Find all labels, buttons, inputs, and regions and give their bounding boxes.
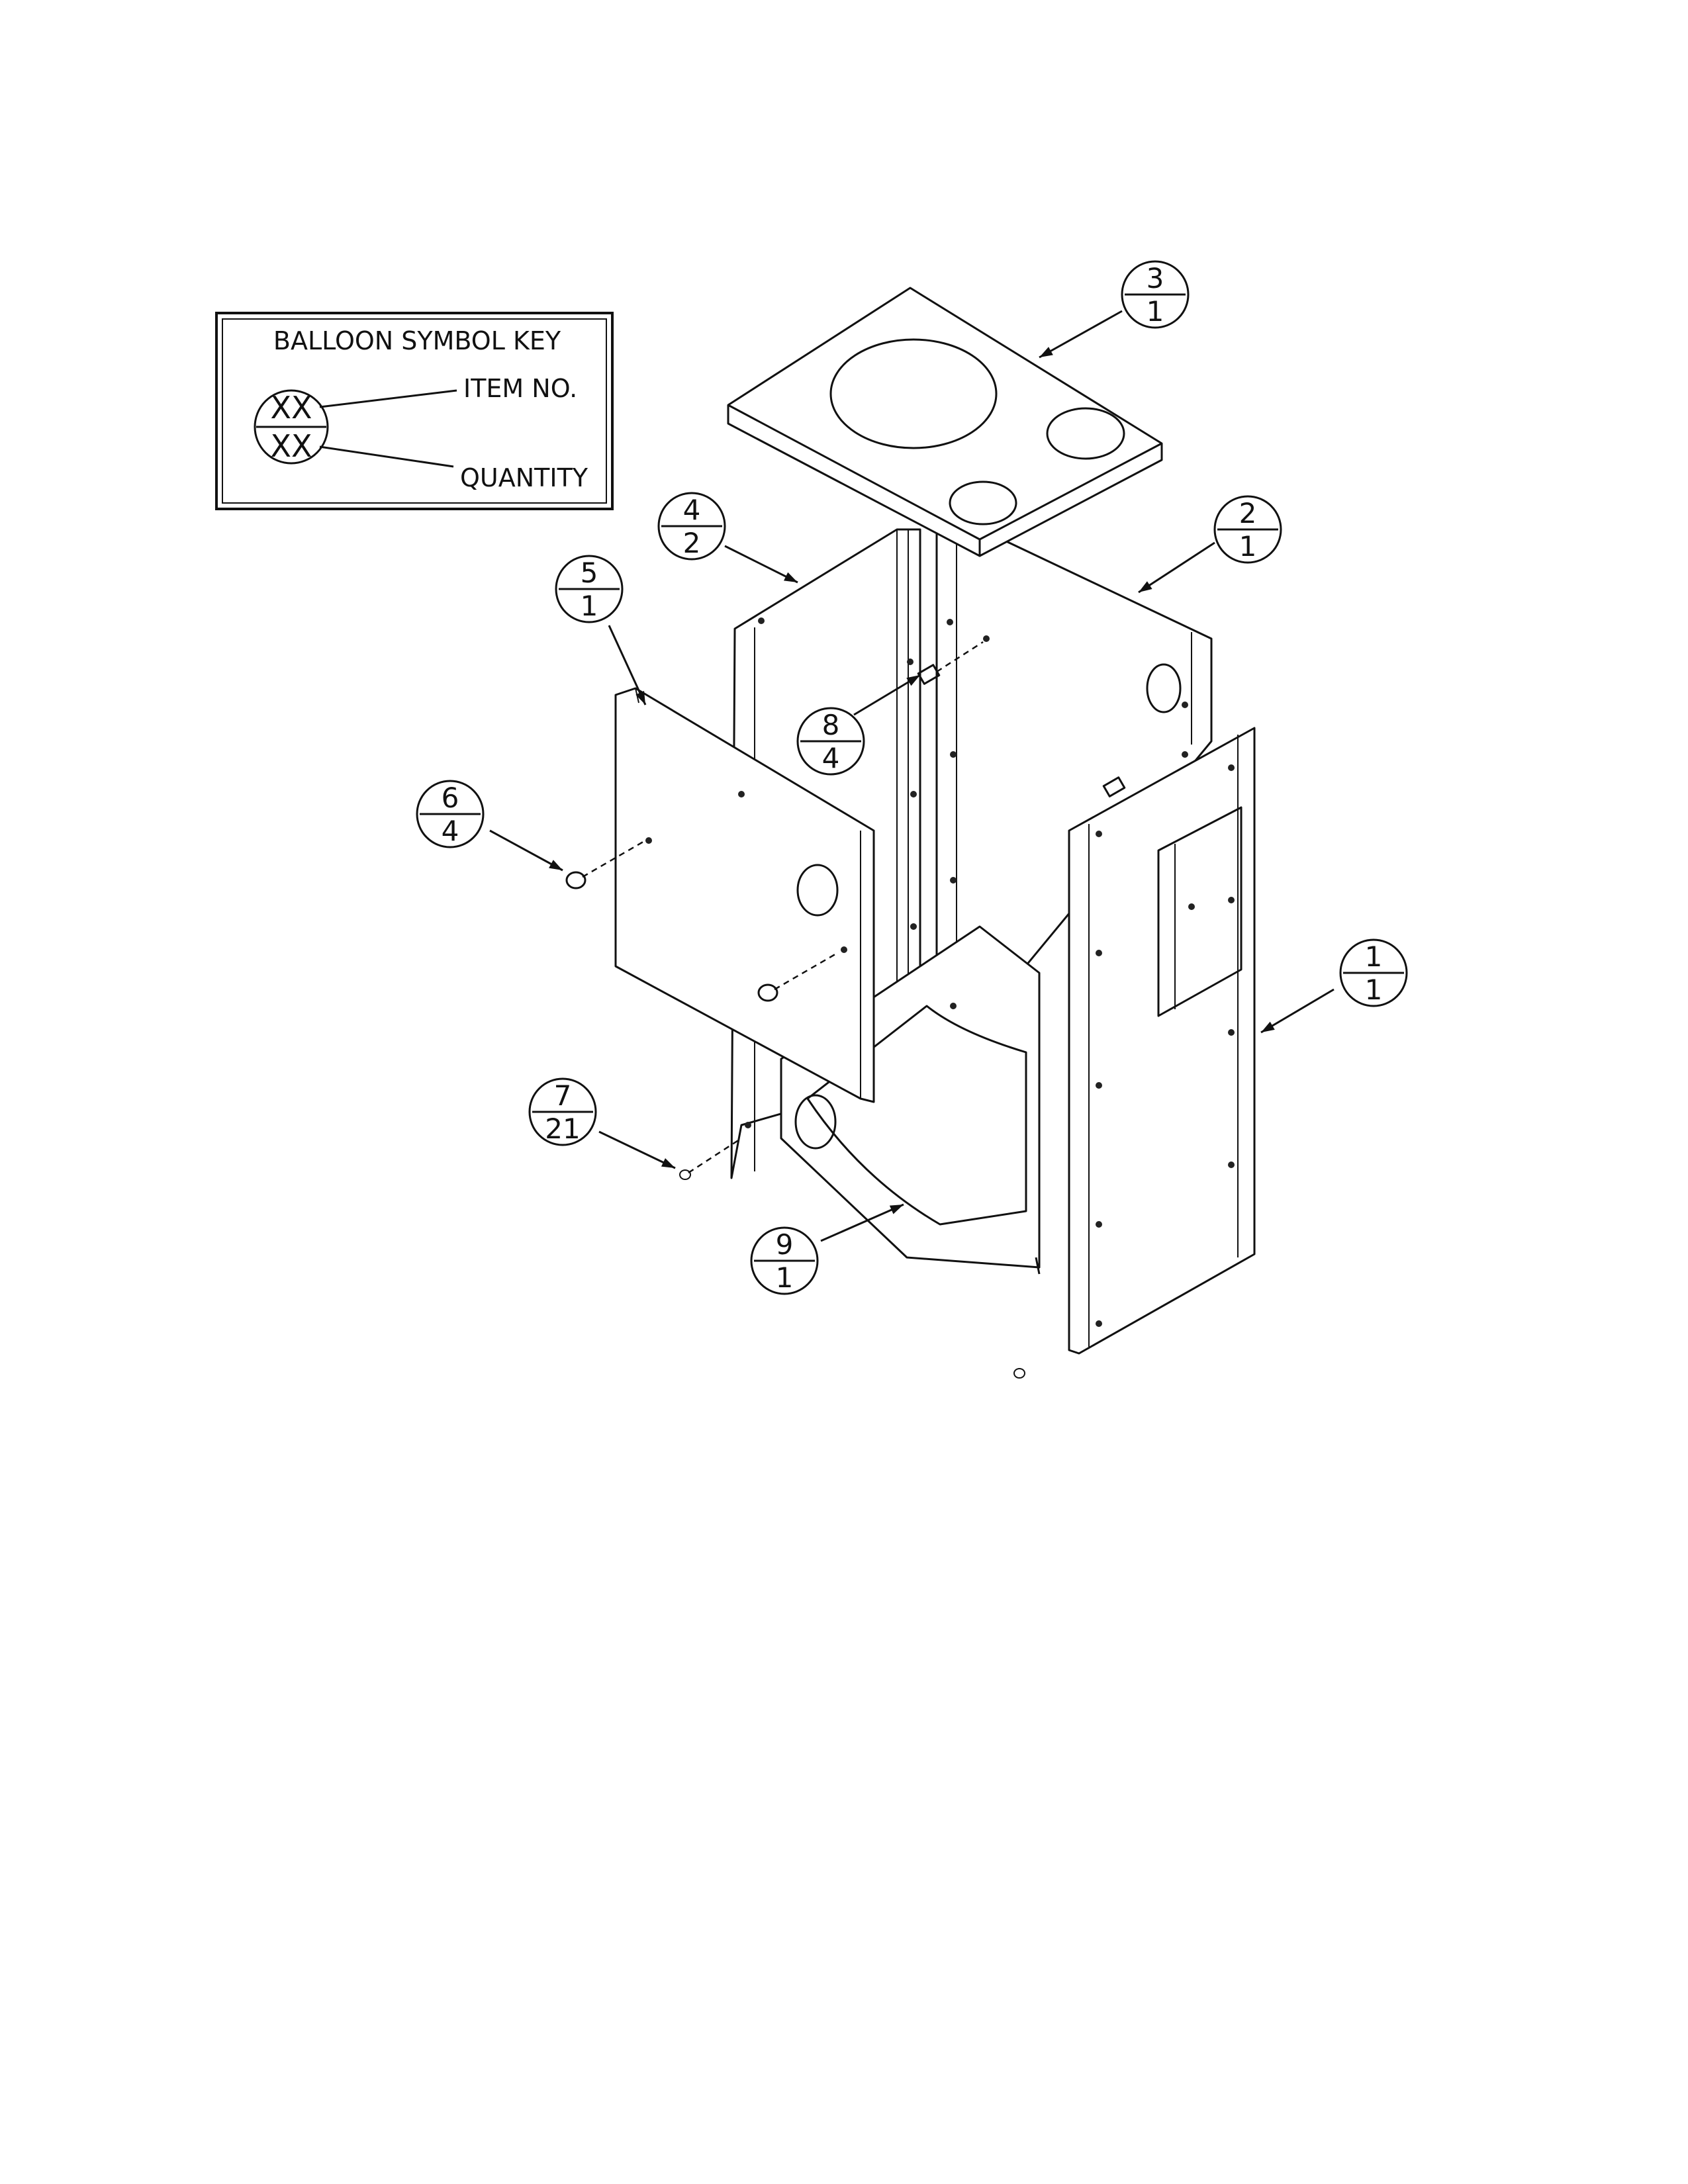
balloon-item-6: 64	[416, 780, 563, 872]
balloon-quantity: 1	[581, 590, 598, 622]
leader-line	[1260, 988, 1335, 1034]
bottom-plate	[780, 925, 1041, 1275]
leader-arrowhead	[661, 1158, 675, 1168]
balloon-item-number: 2	[1239, 497, 1257, 529]
leader-line	[820, 1203, 904, 1242]
leader-arrowhead	[1261, 1021, 1275, 1032]
balloon-item-number: 5	[581, 557, 598, 589]
front-left-panel	[614, 687, 875, 1103]
balloon-quantity: 2	[683, 527, 701, 559]
leader-line	[724, 545, 798, 584]
balloon-quantity: 1	[1239, 530, 1257, 563]
legend-item-label: ITEM NO.	[463, 374, 577, 403]
balloon-quantity: 21	[545, 1113, 580, 1145]
fasteners	[565, 664, 1126, 1379]
leader-line	[608, 625, 647, 705]
legend-quantity-label: QUANTITY	[460, 463, 588, 492]
balloon-item-8: 84	[796, 674, 921, 776]
balloon-quantity: 1	[776, 1261, 794, 1294]
balloon-quantity: 1	[1147, 295, 1164, 328]
nut-left	[565, 871, 586, 889]
top-plate	[727, 287, 1163, 557]
balloon-item-4: 42	[657, 492, 798, 584]
balloon-quantity: 4	[822, 742, 840, 774]
balloon-item-number: 8	[822, 709, 840, 741]
balloon-item-7: 721	[528, 1077, 676, 1169]
leader-arrowhead	[549, 860, 563, 870]
legend-sample-qty: XX	[270, 428, 312, 464]
balloon-item-number: 4	[683, 494, 701, 526]
balloon-item-3: 31	[1039, 260, 1190, 359]
leader-line	[1039, 310, 1123, 359]
leader-line	[598, 1130, 676, 1169]
leader-arrowhead	[1039, 347, 1053, 357]
balloon-item-number: 9	[776, 1228, 794, 1261]
leader-arrowhead	[889, 1205, 904, 1214]
balloon-item-1: 11	[1260, 938, 1408, 1034]
alignment-lines	[582, 641, 984, 1174]
balloon-item-9: 91	[750, 1203, 904, 1295]
leader-line	[489, 829, 563, 872]
balloon-item-number: 6	[442, 782, 459, 814]
leader-arrowhead	[906, 675, 920, 686]
balloon-item-5: 51	[555, 555, 647, 705]
balloon-quantity: 1	[1365, 974, 1383, 1006]
nut-center	[757, 983, 778, 1002]
leader-arrowhead	[783, 572, 798, 582]
balloon-item-2: 21	[1138, 495, 1282, 594]
screw-holes	[645, 617, 1235, 1327]
leader-arrowhead	[635, 690, 645, 705]
front-right-panel	[1068, 727, 1256, 1355]
leader-arrowhead	[1139, 581, 1152, 592]
legend-title: BALLOON SYMBOL KEY	[273, 326, 561, 355]
balloon-item-number: 7	[554, 1079, 572, 1112]
balloon-symbol-key: BALLOON SYMBOL KEY XX XX ITEM NO. QUANTI…	[215, 312, 614, 510]
balloon-quantity: 4	[442, 815, 459, 847]
balloon-item-number: 3	[1147, 262, 1164, 295]
legend-sample-item: XX	[270, 390, 312, 426]
leader-line	[1138, 541, 1215, 594]
balloon-item-number: 1	[1365, 940, 1383, 973]
